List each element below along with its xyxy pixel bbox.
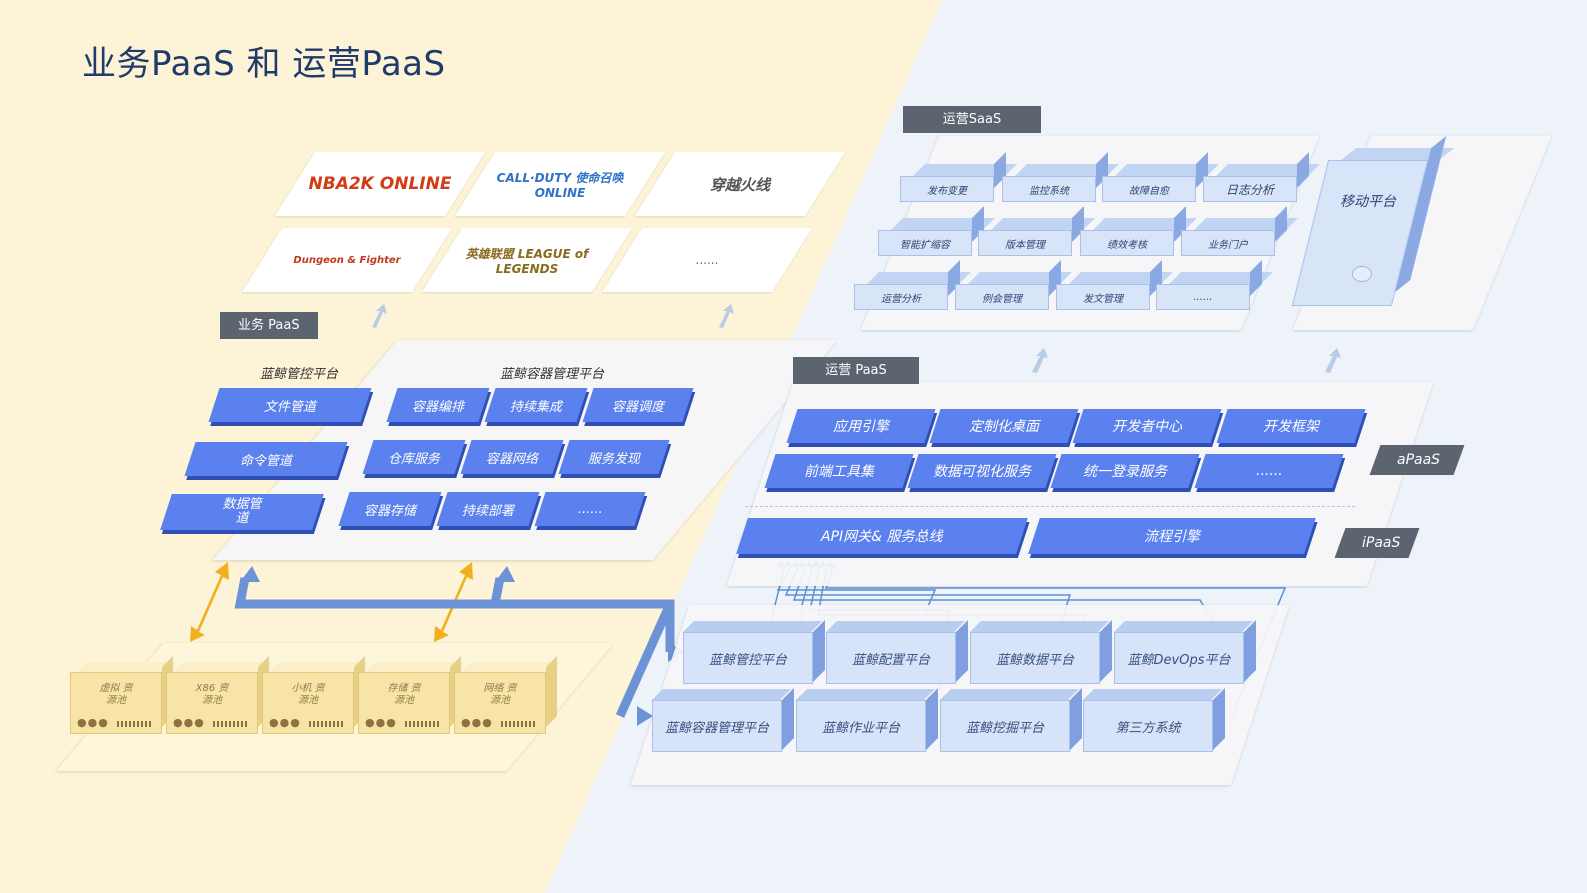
platform-data: 蓝鲸数据平台 (970, 632, 1100, 684)
ops-paas-tag: 运营 PaaS (793, 357, 919, 384)
ipaas-workflow-engine: 流程引擎 (1028, 518, 1316, 554)
apaas-more: ...... (1194, 454, 1344, 488)
platform-devops: 蓝鲸DevOps平台 (1114, 632, 1244, 684)
saas-item-more: ...... (1156, 284, 1250, 310)
mobile-platform-label: 移动平台 (1339, 194, 1396, 210)
apaas-unified-login: 统一登录服务 (1050, 454, 1200, 488)
apaas-dev-framework: 开发框架 (1216, 409, 1366, 443)
up-arrow-icon (1032, 348, 1048, 373)
container-platform-heading: 蓝鲸容器管理平台 (500, 367, 605, 382)
saas-item-release: 发布变更 (900, 176, 994, 202)
business-paas-tag: 业务 PaaS (220, 312, 318, 339)
resource-pool-network: 网络 资源池●●● (454, 672, 546, 734)
apaas-app-engine: 应用引擎 (786, 409, 936, 443)
resource-pool-x86: X86 资源池●●● (166, 672, 258, 734)
up-arrow-icon (1325, 348, 1341, 373)
saas-item-log-analysis: 日志分析 (1203, 176, 1297, 202)
resource-pool-storage: 存储 资源池●●● (358, 672, 450, 734)
resource-pool-minicomputer: 小机 资源池●●● (262, 672, 354, 734)
up-arrow-icon (372, 304, 387, 328)
apaas-custom-desktop: 定制化桌面 (929, 409, 1079, 443)
platform-job: 蓝鲸作业平台 (796, 700, 926, 752)
platform-control: 蓝鲸管控平台 (683, 632, 813, 684)
apaas-frontend-tools: 前端工具集 (764, 454, 914, 488)
saas-item-business-portal: 业务门户 (1181, 230, 1275, 256)
apaas-data-visualization: 数据可视化服务 (907, 454, 1057, 488)
saas-item-ops-analysis: 运营分析 (854, 284, 948, 310)
saas-item-self-healing: 故障自愈 (1102, 176, 1196, 202)
blue-flow-arrow-icon (234, 577, 675, 718)
saas-item-documents: 发文管理 (1056, 284, 1150, 310)
ipaas-api-gateway: API网关& 服务总线 (736, 518, 1028, 554)
resource-pool-virtual: 虚拟 资源池●●● (70, 672, 162, 734)
apaas-developer-center: 开发者中心 (1072, 409, 1222, 443)
control-platform-heading: 蓝鲸管控平台 (260, 367, 339, 382)
apaas-label: aPaaS (1369, 445, 1465, 475)
phone-home-button-icon (1352, 266, 1372, 282)
saas-item-monitoring: 监控系统 (1002, 176, 1096, 202)
apaas-ipaas-divider (745, 506, 1355, 507)
up-arrow-icon (719, 304, 734, 328)
ops-saas-tag: 运营SaaS (903, 106, 1041, 133)
platform-mining: 蓝鲸挖掘平台 (940, 700, 1070, 752)
saas-item-version: 版本管理 (978, 230, 1072, 256)
platform-third-party: 第三方系统 (1083, 700, 1213, 752)
saas-item-autoscale: 智能扩缩容 (878, 230, 972, 256)
saas-item-meeting: 例会管理 (955, 284, 1049, 310)
saas-item-performance: 绩效考核 (1080, 230, 1174, 256)
ipaas-label: iPaaS (1334, 528, 1420, 558)
platform-container-mgmt: 蓝鲸容器管理平台 (652, 700, 782, 752)
platform-config: 蓝鲸配置平台 (826, 632, 956, 684)
page-title: 业务PaaS 和 运营PaaS (82, 44, 446, 84)
